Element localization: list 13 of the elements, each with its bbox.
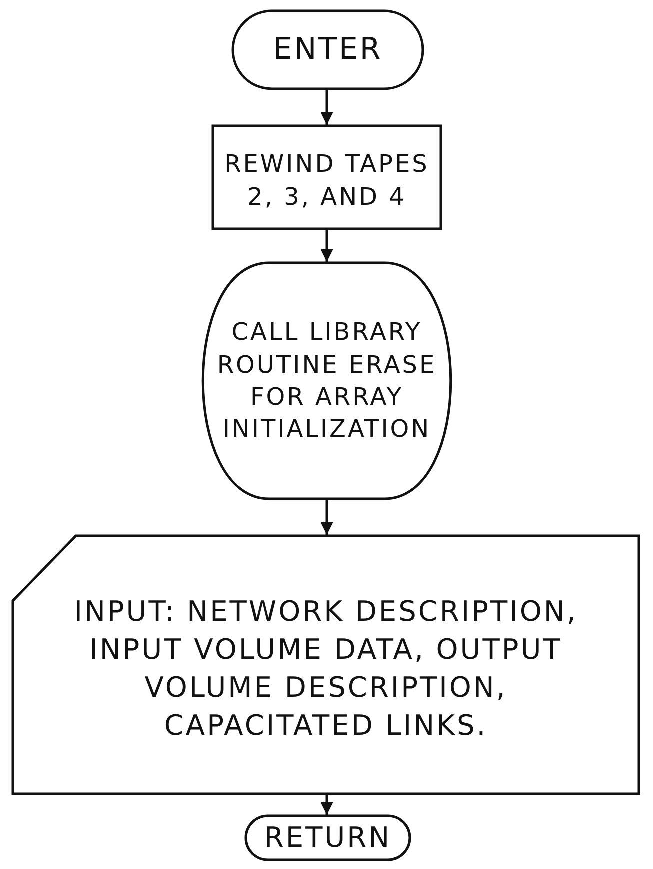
arrow [320,500,334,535]
node-label: RETURN [264,820,392,856]
terminal-shape [245,815,411,861]
node-label: INPUT: NETWORK DESCRIPTION, INPUT VOLUME DATA, OUTPUT VOLUME DESCRIPTION, CAPACITATED LINKS. [73,594,579,744]
arrow [320,230,334,262]
arrow [320,795,334,815]
arrow [320,90,334,125]
node-label: CALL LIBRARY ROUTINE ERASE FOR ARRAY INITIALIZATION [217,317,437,446]
terminal-shape [232,10,424,90]
process-box [212,125,442,230]
node-label: ENTER [273,30,383,69]
input-card-shape [12,535,640,795]
node-label: REWIND TAPES 2, 3, AND 4 [224,149,430,212]
